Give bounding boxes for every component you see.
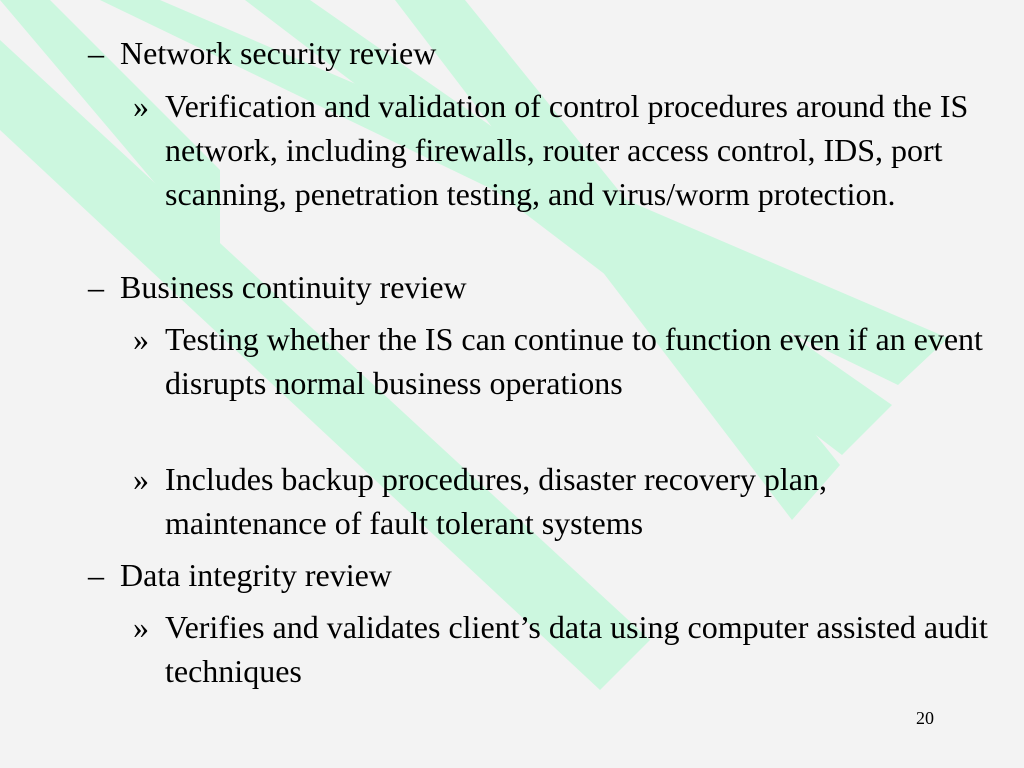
background-stripe [0, 40, 650, 690]
sub-bullet-text: Verification and validation of control p… [165, 88, 969, 212]
chevron-bullet-marker: » [133, 609, 149, 645]
dash-bullet-marker: – [88, 35, 104, 71]
sub-bullet-data-integrity-verify: » Verifies and validates client’s data u… [133, 605, 993, 693]
sub-bullet-network-verification: » Verification and validation of control… [133, 84, 993, 216]
page-number: 20 [916, 708, 934, 728]
sub-bullet-continuity-backup: » Includes backup procedures, disaster r… [133, 457, 993, 545]
bullet-data-integrity-review: –Data integrity review [88, 553, 968, 597]
bullet-text: Business continuity review [120, 269, 467, 305]
sub-bullet-continuity-testing: » Testing whether the IS can continue to… [133, 317, 993, 405]
sub-bullet-text: Includes backup procedures, disaster rec… [165, 461, 827, 541]
chevron-bullet-marker: » [133, 88, 149, 124]
chevron-bullet-marker: » [133, 461, 149, 497]
sub-bullet-text: Verifies and validates client’s data usi… [165, 609, 988, 689]
bullet-text: Network security review [120, 35, 437, 71]
bullet-network-security-review: –Network security review [88, 31, 968, 75]
sub-bullet-text: Testing whether the IS can continue to f… [165, 321, 983, 401]
chevron-bullet-marker: » [133, 321, 149, 357]
bullet-text: Data integrity review [120, 557, 392, 593]
background-stripe [395, 0, 840, 520]
bullet-business-continuity-review: –Business continuity review [88, 265, 968, 309]
dash-bullet-marker: – [88, 557, 104, 593]
dash-bullet-marker: – [88, 269, 104, 305]
